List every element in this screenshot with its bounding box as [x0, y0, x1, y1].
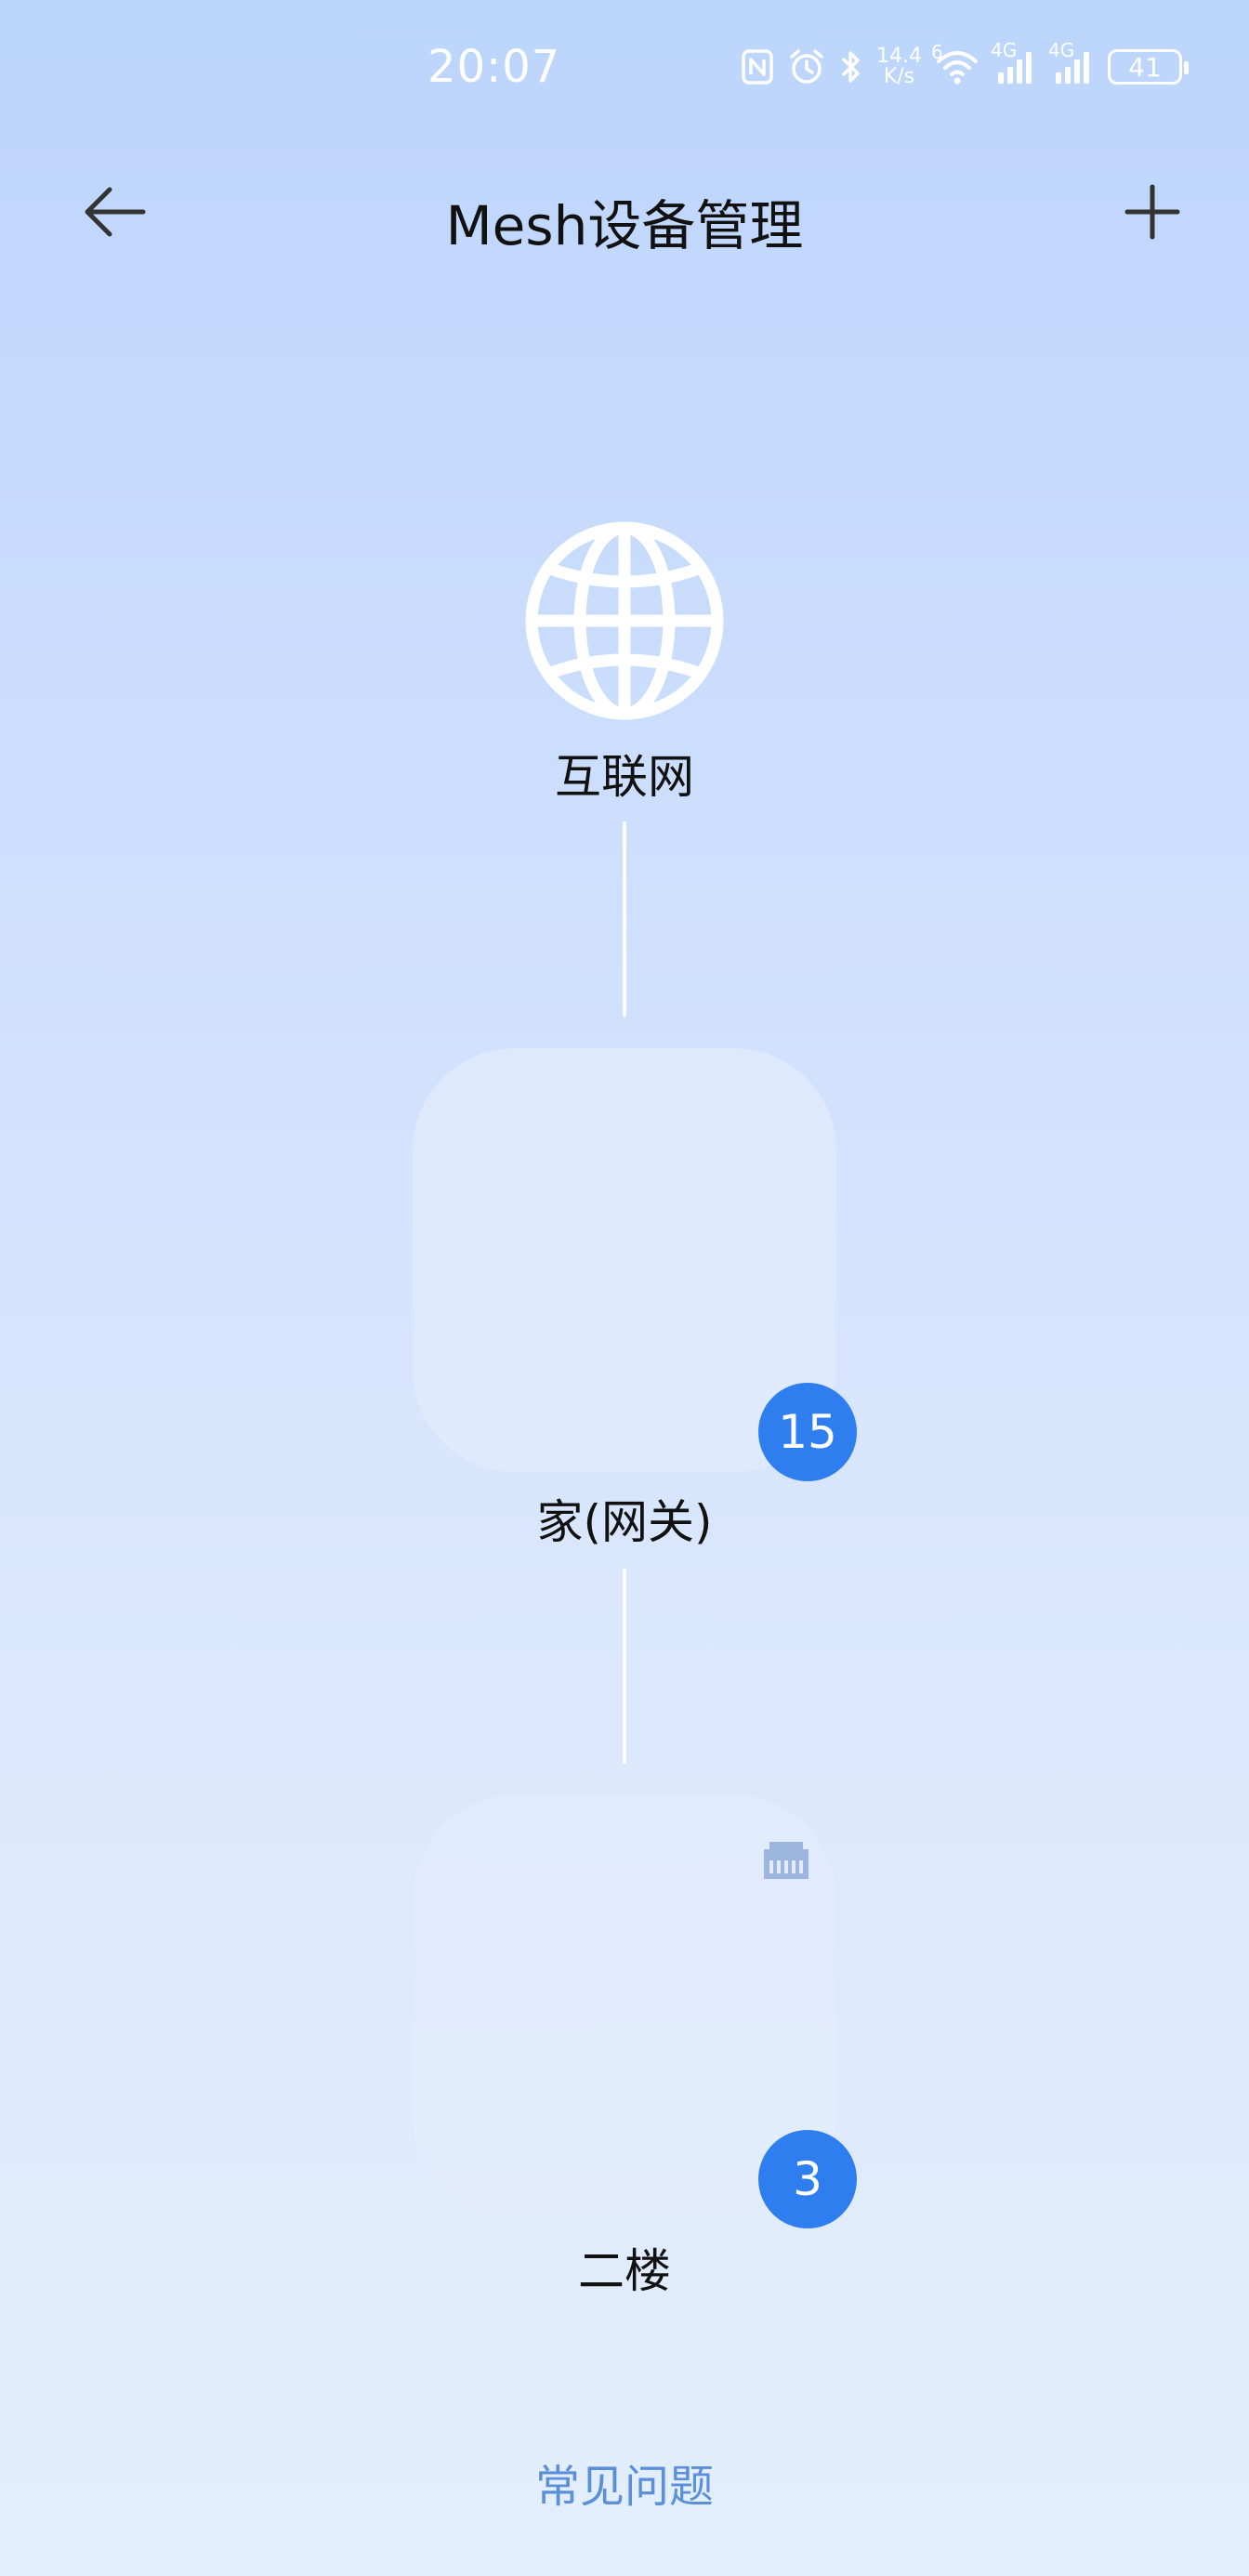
battery-icon: 41: [1108, 49, 1189, 85]
globe-icon: [525, 521, 724, 720]
status-time: 20:07: [427, 41, 561, 93]
gateway-label: 家(网关): [536, 1495, 713, 1549]
nfc-icon: [741, 48, 774, 85]
signal-label-2: 4G: [1048, 39, 1075, 61]
header: Mesh设备管理: [0, 158, 1249, 269]
internet-node: 互联网: [0, 520, 1249, 807]
signal-icon-2: 4G: [1048, 39, 1095, 85]
second-floor-label: 二楼: [578, 2244, 671, 2298]
net-speed-unit: K/s: [883, 65, 915, 88]
ethernet-icon: [764, 1842, 809, 1879]
connector-line: [623, 1569, 626, 1764]
alarm-icon: [787, 47, 826, 86]
plus-icon: [1124, 184, 1180, 240]
net-speed: 14.4 K/s: [876, 46, 922, 87]
net-speed-value: 14.4: [876, 45, 922, 68]
page-title: Mesh设备管理: [445, 194, 804, 257]
arrow-left-icon: [85, 187, 146, 237]
signal-icon: 4G: [991, 39, 1037, 85]
device-count-badge: 15: [758, 1383, 857, 1481]
battery-level: 41: [1128, 51, 1162, 83]
status-bar: 20:07 14.4 K/s 6: [0, 0, 1249, 139]
wifi-icon: 6: [931, 41, 979, 85]
device-count-badge: 3: [758, 2130, 857, 2228]
device-card-second-floor[interactable]: 3: [413, 1795, 857, 2228]
status-icons: 14.4 K/s 6 4G 4G: [741, 39, 1189, 87]
device-card-gateway[interactable]: 15: [413, 1048, 857, 1481]
internet-label: 互联网: [555, 750, 694, 804]
wifi-label: 6: [931, 41, 943, 63]
bluetooth-icon: [839, 47, 863, 86]
signal-label-1: 4G: [991, 39, 1018, 61]
add-device-button[interactable]: [1115, 178, 1190, 245]
connector-line: [623, 821, 626, 1017]
faq-link[interactable]: 常见问题: [534, 2461, 714, 2513]
back-button[interactable]: [74, 178, 156, 245]
